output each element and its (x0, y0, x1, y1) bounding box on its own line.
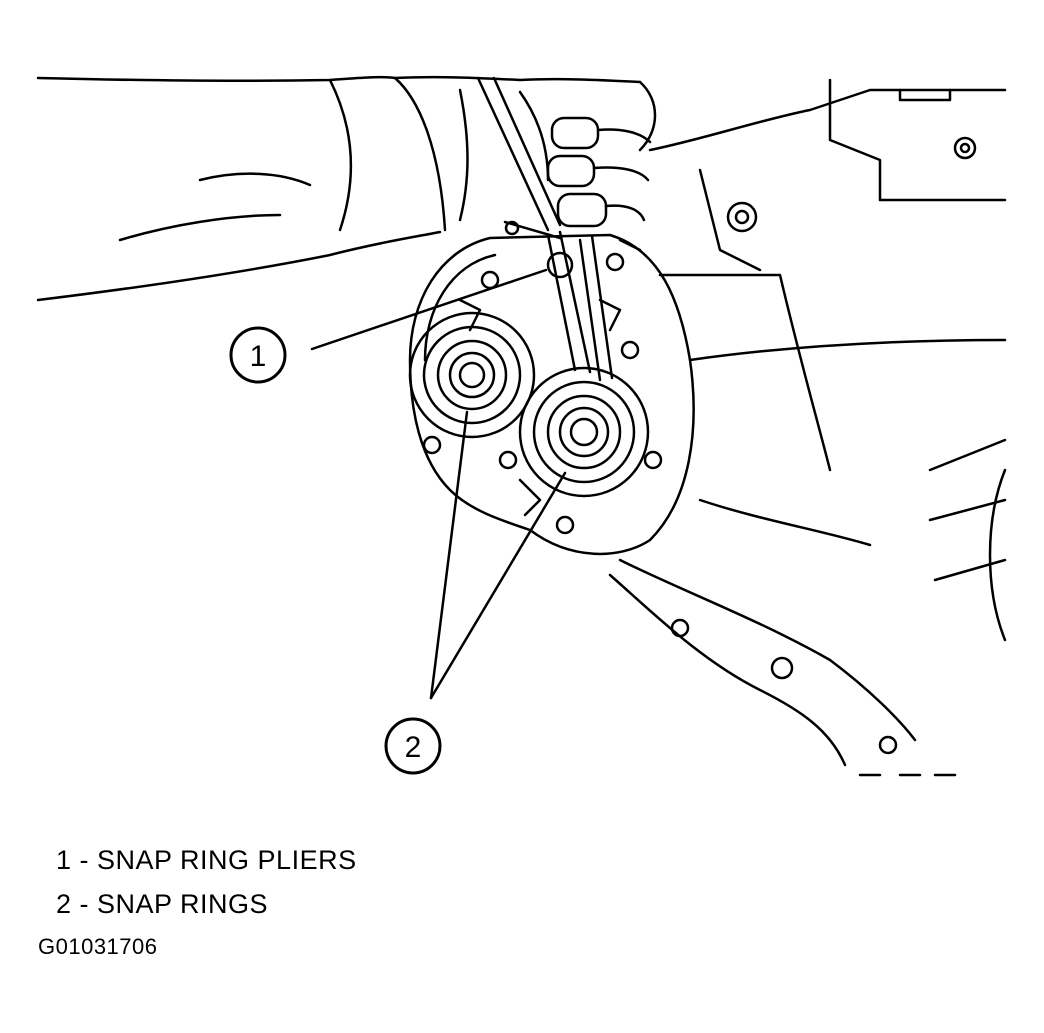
figure-id: G01031706 (38, 934, 158, 959)
arm-sleeve (36, 75, 447, 302)
left-snap-ring (408, 311, 536, 439)
hand (393, 75, 657, 228)
transmission-case (608, 78, 1007, 777)
leader-line-2a (429, 410, 469, 700)
callout-1: 1 (229, 326, 287, 384)
legend-item-snap-ring-pliers: 1 - SNAP RING PLIERS (56, 845, 357, 875)
callout-2: 2 (384, 717, 442, 775)
leader-line-2b (429, 471, 567, 700)
callout-2-number: 2 (405, 731, 422, 764)
pump-housing (408, 233, 695, 556)
legend: 1 - SNAP RING PLIERS 2 - SNAP RINGS (56, 838, 357, 926)
leader-line-1 (310, 268, 548, 351)
legend-item-snap-rings: 2 - SNAP RINGS (56, 889, 269, 919)
right-snap-ring (518, 366, 650, 498)
callout-1-number: 1 (250, 340, 267, 373)
line-drawing-illustration: 1 2 (36, 75, 1007, 777)
